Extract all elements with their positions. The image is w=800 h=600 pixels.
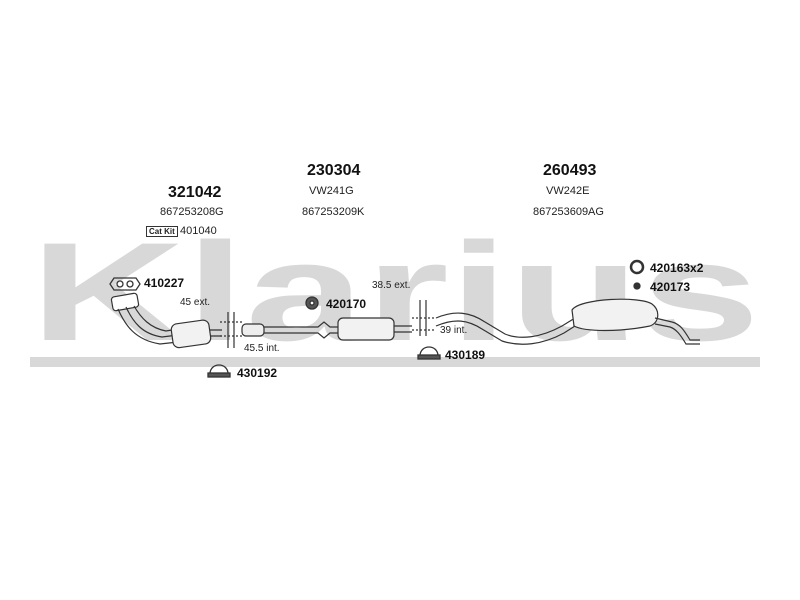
middle-section-shape (241, 317, 412, 341)
group-3-model: VW242E (546, 185, 590, 197)
rear-silencer-shape (571, 298, 659, 332)
fitting-label-1: 410227 (144, 276, 185, 290)
fitting-label-2: 420170 (326, 297, 367, 311)
dimension-label-2: 45.5 int. (244, 343, 280, 354)
catalyst-shape (170, 319, 212, 349)
ring-icon (629, 259, 645, 275)
clamp-icon (207, 364, 231, 378)
dimension-label-1: 45 ext. (180, 297, 211, 308)
clamp-icon (417, 346, 441, 360)
group-1-part-number: 321042 (168, 184, 222, 201)
fitting-label-6: 420173 (650, 280, 691, 294)
watermark-underline (30, 357, 760, 367)
group-3-part-number: 260493 (543, 162, 597, 179)
cat-kit-badge: Cat Kit (146, 226, 178, 237)
group-3-oe-number: 867253609AG (533, 206, 604, 218)
gasket-icon (109, 277, 141, 291)
group-1-oe-number: 867253208G (160, 206, 224, 218)
cat-kit-part-number: 401040 (180, 225, 217, 237)
front-pipe-shape (110, 292, 222, 349)
fitting-label-5: 420163x2 (650, 261, 704, 275)
fitting-label-4: 430189 (445, 348, 486, 362)
dimension-label-4: 39 int. (440, 325, 468, 336)
joint-markers-1 (220, 312, 242, 348)
watermark-logo: Klarius (30, 213, 760, 370)
dimension-label-3: 38.5 ext. (372, 280, 411, 291)
rear-section-shape (435, 298, 700, 345)
group-2-model: VW241G (309, 185, 354, 197)
fitting-label-3: 430192 (237, 366, 278, 380)
gasket-icon (305, 296, 319, 310)
rubber-mount-icon (633, 282, 641, 290)
group-2-oe-number: 867253209K (302, 206, 365, 218)
joint-markers-2 (412, 300, 434, 336)
middle-silencer-shape (337, 317, 395, 341)
group-2-part-number: 230304 (307, 162, 361, 179)
